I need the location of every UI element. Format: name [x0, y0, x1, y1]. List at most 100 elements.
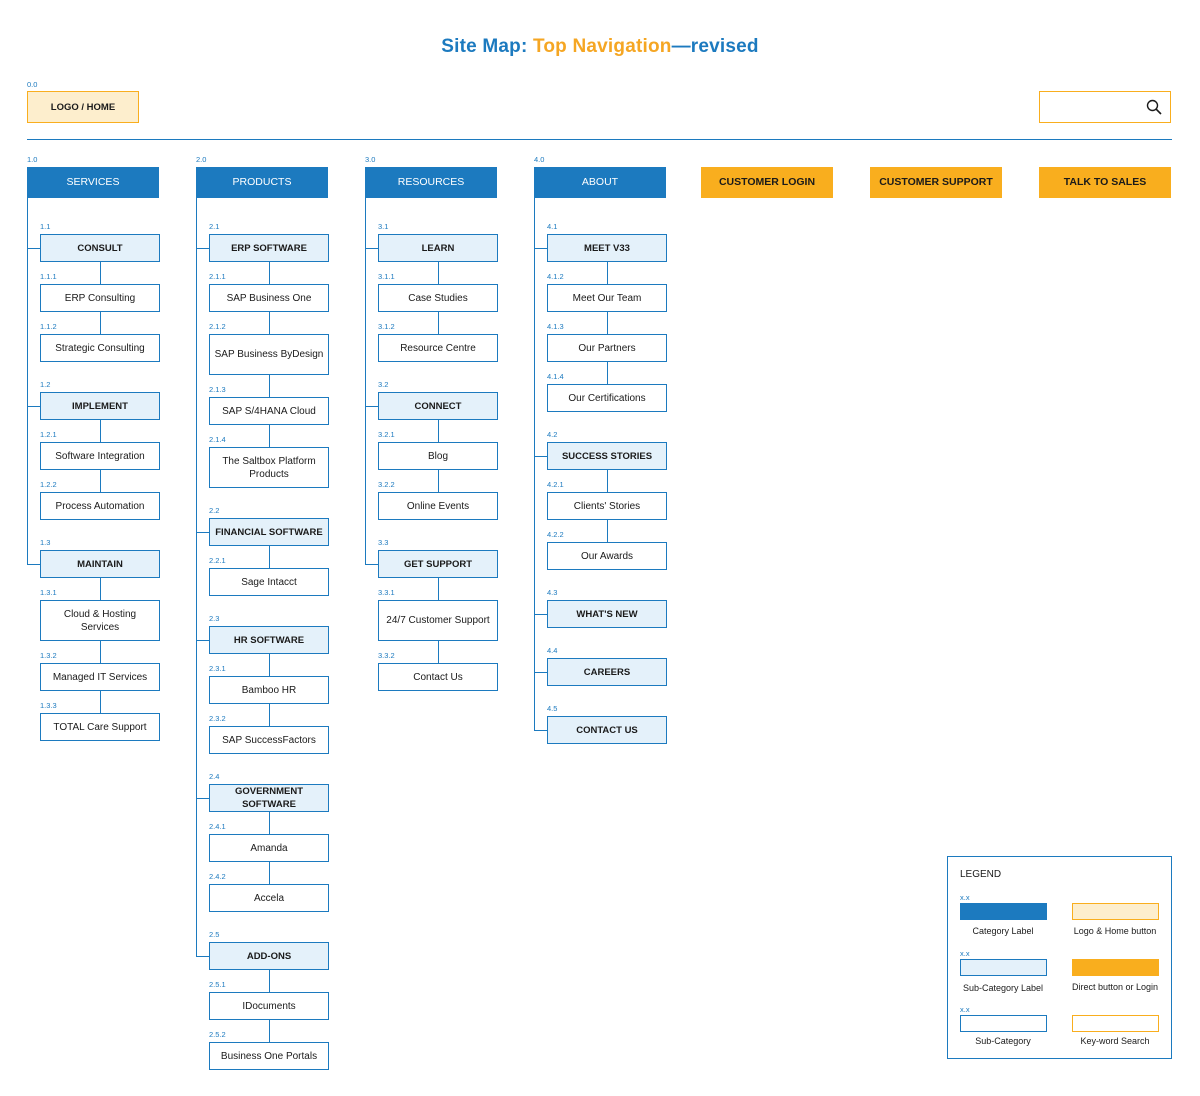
- nav-item-case-studies[interactable]: Case Studies: [378, 284, 498, 312]
- connector: [269, 262, 270, 284]
- item-number: 2.2.1: [209, 556, 226, 565]
- direct-button-talk-to-sales[interactable]: TALK TO SALES: [1039, 167, 1171, 198]
- subcategory-add-ons[interactable]: ADD-ONS: [209, 942, 329, 970]
- subcategory-number: 3.1: [378, 222, 389, 231]
- subcategory-number: 1.2: [40, 380, 51, 389]
- connector: [27, 198, 28, 564]
- nav-item-sage-intacct[interactable]: Sage Intacct: [209, 568, 329, 596]
- subcategory-maintain[interactable]: MAINTAIN: [40, 550, 160, 578]
- legend-label-subcategory: Sub-Category: [975, 1036, 1031, 1046]
- direct-button-customer-login[interactable]: CUSTOMER LOGIN: [701, 167, 833, 198]
- connector: [196, 532, 209, 533]
- connector: [269, 970, 270, 992]
- item-number: 1.1.2: [40, 322, 57, 331]
- connector: [365, 198, 366, 564]
- connector: [100, 470, 101, 492]
- connector: [269, 312, 270, 334]
- nav-item-resource-centre[interactable]: Resource Centre: [378, 334, 498, 362]
- nav-item-sap-business-bydesign[interactable]: SAP Business ByDesign: [209, 334, 329, 375]
- subcategory-consult[interactable]: CONSULT: [40, 234, 160, 262]
- legend-number-3: x.x: [960, 1005, 970, 1014]
- subcategory-financial-software[interactable]: FINANCIAL SOFTWARE: [209, 518, 329, 546]
- subcategory-careers[interactable]: CAREERS: [547, 658, 667, 686]
- nav-item-amanda[interactable]: Amanda: [209, 834, 329, 862]
- nav-item-strategic-consulting[interactable]: Strategic Consulting: [40, 334, 160, 362]
- category-about[interactable]: ABOUT: [534, 167, 666, 198]
- item-number: 1.2.2: [40, 480, 57, 489]
- nav-item-accela[interactable]: Accela: [209, 884, 329, 912]
- connector: [607, 312, 608, 334]
- nav-item-sap-s-4hana-cloud[interactable]: SAP S/4HANA Cloud: [209, 397, 329, 425]
- title-part-1: Site Map:: [441, 36, 533, 57]
- nav-item-our-awards[interactable]: Our Awards: [547, 542, 667, 570]
- item-number: 2.5.1: [209, 980, 226, 989]
- subcategory-number: 4.5: [547, 704, 558, 713]
- connector: [269, 1020, 270, 1042]
- item-number: 4.1.2: [547, 272, 564, 281]
- connector: [196, 640, 209, 641]
- connector: [438, 262, 439, 284]
- nav-item-meet-our-team[interactable]: Meet Our Team: [547, 284, 667, 312]
- legend-label-logo: Logo & Home button: [1073, 926, 1157, 936]
- nav-item-our-certifications[interactable]: Our Certifications: [547, 384, 667, 412]
- search-icon[interactable]: [1146, 99, 1162, 115]
- connector: [196, 198, 197, 956]
- nav-item-online-events[interactable]: Online Events: [378, 492, 498, 520]
- subcategory-hr-software[interactable]: HR SOFTWARE: [209, 626, 329, 654]
- subcategory-government-software[interactable]: GOVERNMENT SOFTWARE: [209, 784, 329, 812]
- subcategory-what-s-new[interactable]: WHAT'S NEW: [547, 600, 667, 628]
- item-number: 3.2.2: [378, 480, 395, 489]
- subcategory-number: 4.1: [547, 222, 558, 231]
- subcategory-number: 2.1: [209, 222, 220, 231]
- legend-swatch-subcategory: [960, 1015, 1047, 1032]
- subcategory-get-support[interactable]: GET SUPPORT: [378, 550, 498, 578]
- item-number: 2.1.4: [209, 435, 226, 444]
- nav-item-business-one-portals[interactable]: Business One Portals: [209, 1042, 329, 1070]
- nav-item-24-7-customer-support[interactable]: 24/7 Customer Support: [378, 600, 498, 641]
- category-number: 2.0: [196, 155, 207, 164]
- connector: [100, 312, 101, 334]
- item-number: 1.3.2: [40, 651, 57, 660]
- connector: [365, 406, 378, 407]
- nav-item-contact-us[interactable]: Contact Us: [378, 663, 498, 691]
- subcategory-number: 1.3: [40, 538, 51, 547]
- nav-item-sap-successfactors[interactable]: SAP SuccessFactors: [209, 726, 329, 754]
- category-resources[interactable]: RESOURCES: [365, 167, 497, 198]
- connector: [100, 420, 101, 442]
- nav-item-cloud-hosting-services[interactable]: Cloud & Hosting Services: [40, 600, 160, 641]
- subcategory-learn[interactable]: LEARN: [378, 234, 498, 262]
- category-products[interactable]: PRODUCTS: [196, 167, 328, 198]
- item-number: 2.5.2: [209, 1030, 226, 1039]
- subcategory-connect[interactable]: CONNECT: [378, 392, 498, 420]
- connector: [196, 798, 209, 799]
- subcategory-success-stories[interactable]: SUCCESS STORIES: [547, 442, 667, 470]
- nav-item-total-care-support[interactable]: TOTAL Care Support: [40, 713, 160, 741]
- legend-swatch-category: [960, 903, 1047, 920]
- subcategory-implement[interactable]: IMPLEMENT: [40, 392, 160, 420]
- nav-item-managed-it-services[interactable]: Managed IT Services: [40, 663, 160, 691]
- nav-item-sap-business-one[interactable]: SAP Business One: [209, 284, 329, 312]
- nav-item-our-partners[interactable]: Our Partners: [547, 334, 667, 362]
- nav-item-erp-consulting[interactable]: ERP Consulting: [40, 284, 160, 312]
- nav-item-the-saltbox-platform-products[interactable]: The Saltbox Platform Products: [209, 447, 329, 488]
- logo-home-button[interactable]: LOGO / HOME: [27, 91, 139, 123]
- subcategory-erp-software[interactable]: ERP SOFTWARE: [209, 234, 329, 262]
- nav-item-clients-stories[interactable]: Clients' Stories: [547, 492, 667, 520]
- keyword-search-box[interactable]: [1039, 91, 1171, 123]
- nav-item-software-integration[interactable]: Software Integration: [40, 442, 160, 470]
- direct-button-customer-support[interactable]: CUSTOMER SUPPORT: [870, 167, 1002, 198]
- nav-item-process-automation[interactable]: Process Automation: [40, 492, 160, 520]
- subcategory-contact-us[interactable]: CONTACT US: [547, 716, 667, 744]
- connector: [269, 375, 270, 397]
- subcategory-meet-v33[interactable]: MEET V33: [547, 234, 667, 262]
- nav-item-idocuments[interactable]: IDocuments: [209, 992, 329, 1020]
- nav-item-blog[interactable]: Blog: [378, 442, 498, 470]
- nav-item-bamboo-hr[interactable]: Bamboo HR: [209, 676, 329, 704]
- connector: [27, 564, 40, 565]
- connector: [534, 614, 547, 615]
- connector: [438, 578, 439, 600]
- connector: [100, 262, 101, 284]
- category-services[interactable]: SERVICES: [27, 167, 159, 198]
- subcategory-number: 2.4: [209, 772, 220, 781]
